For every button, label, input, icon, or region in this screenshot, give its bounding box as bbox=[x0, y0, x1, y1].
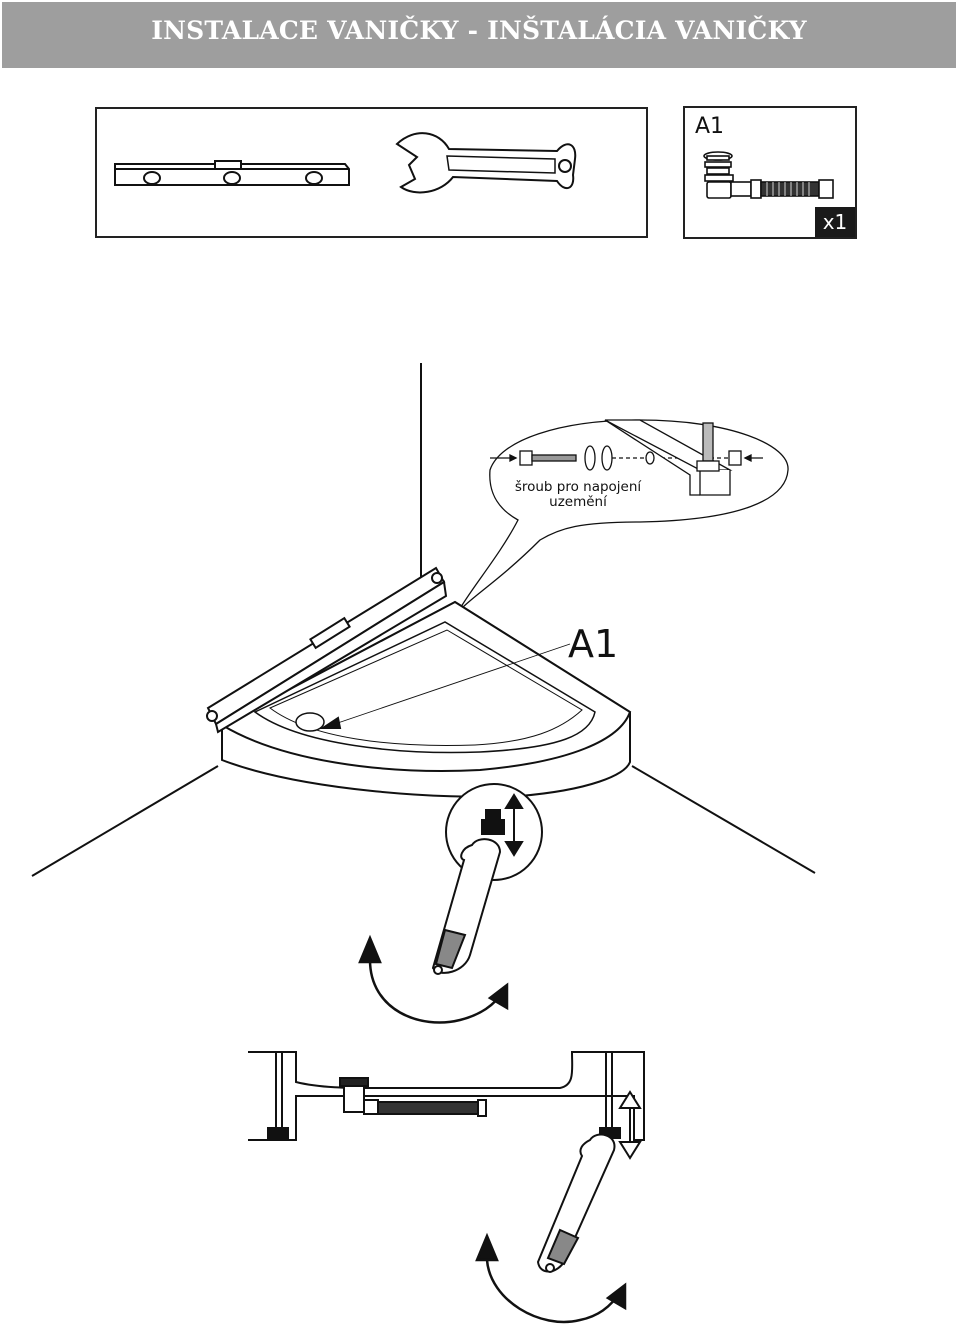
grounding-label-line1: šroub pro napojení bbox=[514, 479, 642, 495]
spirit-level-icon bbox=[114, 160, 350, 186]
rotation-arrow-icon bbox=[475, 1232, 627, 1324]
page-title: INSTALACE VANIČKY - INŠTALÁCIA VANIČKY bbox=[151, 16, 807, 45]
shower-tray bbox=[219, 600, 632, 798]
tools-illustration bbox=[114, 132, 577, 194]
spirit-level-on-tray bbox=[206, 566, 448, 734]
page-header: INSTALACE VANIČKY - INŠTALÁCIA VANIČKY bbox=[2, 2, 956, 68]
part-panel: A1 x1 bbox=[683, 106, 857, 239]
wrench-icon bbox=[395, 132, 577, 194]
wrench-icon bbox=[431, 838, 502, 975]
drain-part-icon bbox=[703, 151, 834, 199]
tools-panel bbox=[95, 107, 648, 238]
rotation-arrow-icon bbox=[358, 934, 509, 1024]
part-id-label: A1 bbox=[695, 114, 725, 139]
wrench-icon bbox=[536, 1133, 616, 1273]
tray-cross-section bbox=[248, 1051, 645, 1141]
grounding-screw-icon bbox=[490, 419, 763, 496]
floor-line-right bbox=[631, 765, 816, 874]
grounding-label-line2: uzemění bbox=[549, 494, 607, 510]
drain-hole bbox=[295, 712, 325, 732]
grounding-screw-label: šroub pro napojení uzemění bbox=[498, 480, 658, 510]
grounding-callout bbox=[457, 419, 789, 613]
floor-line-left bbox=[31, 765, 219, 877]
quantity-badge: x1 bbox=[815, 207, 855, 237]
drain-label: A1 bbox=[568, 622, 619, 666]
height-arrow-icon bbox=[618, 1090, 642, 1160]
